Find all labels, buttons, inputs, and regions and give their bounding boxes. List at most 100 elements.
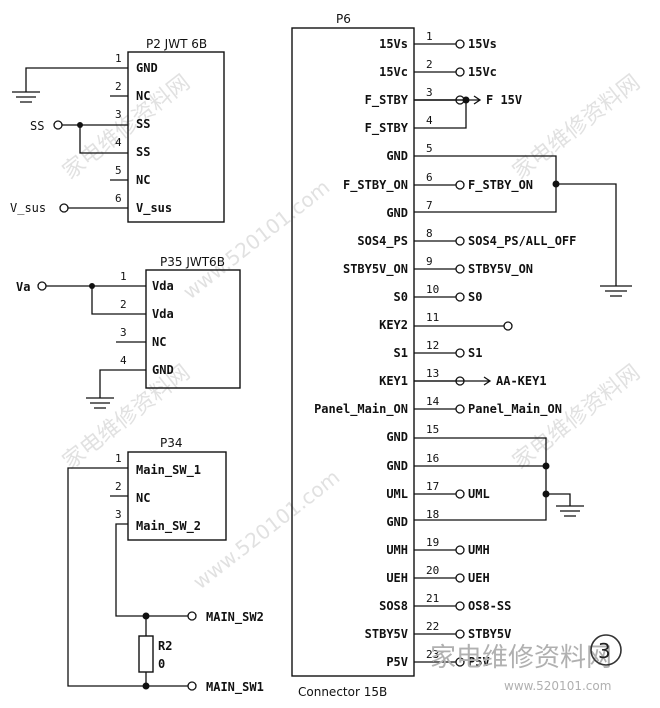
p6-pin23-num: 23 <box>426 648 439 661</box>
p2-pin2-num: 2 <box>115 80 122 93</box>
p6-pin18-label: GND <box>386 515 408 529</box>
p6-pin7-label: GND <box>386 206 408 220</box>
p6-pin16-label: GND <box>386 459 408 473</box>
p6-fstby-junction <box>462 96 470 104</box>
p35-va-terminal <box>37 281 47 291</box>
p6-pin6-num: 6 <box>426 171 433 184</box>
p2-ss-terminal <box>53 120 63 130</box>
p6-pin1-terminal <box>455 39 465 49</box>
p35-pin2-num: 2 <box>120 298 127 311</box>
p6-pin1-label: 15Vs <box>379 37 408 51</box>
p2-pin1-label: GND <box>136 61 158 75</box>
p6-pin13-net: AA-KEY1 <box>496 374 547 388</box>
p6-title: P6 <box>336 12 351 26</box>
p6-pin5-label: GND <box>386 149 408 163</box>
watermark-circle-number: 3 <box>598 639 611 663</box>
p6-body <box>291 27 415 677</box>
p2-ss-junction <box>77 122 83 128</box>
p6-gnd-drop-a <box>556 183 617 286</box>
watermark-logo-site: www.520101.com <box>504 679 611 693</box>
p6-pin22-terminal <box>455 629 465 639</box>
p6-pin8-label: SOS4_PS <box>357 234 408 249</box>
connector-p6: P6 Connector 15B 15Vs115Vs15Vc215VcF_STB… <box>291 12 632 699</box>
watermark-logo: 家电维修资料网 3 www.520101.com <box>430 634 622 693</box>
p6-pin1-net: 15Vs <box>468 37 497 51</box>
p6-pin11-label: KEY2 <box>379 318 408 332</box>
resistor-ref: R2 <box>158 639 172 653</box>
p6-pin3-label: F_STBY <box>365 93 409 108</box>
p2-title: P2 JWT 6B <box>146 37 207 51</box>
p34-sw1-net: MAIN_SW1 <box>206 680 264 695</box>
p2-pin6-num: 6 <box>115 192 122 205</box>
p6-pin2-num: 2 <box>426 58 433 71</box>
p6-pin14-net: Panel_Main_ON <box>468 402 562 417</box>
p34-pin1-label: Main_SW_1 <box>136 463 201 478</box>
p6-gnd-junction-b1 <box>542 462 550 470</box>
p34-sw1-terminal <box>187 681 197 691</box>
p6-pin17-net: UML <box>468 487 490 501</box>
p35-pin3-label: NC <box>152 335 166 349</box>
p2-pin1-num: 1 <box>115 52 122 65</box>
p6-pin10-label: S0 <box>394 290 408 304</box>
p6-pin14-terminal <box>455 404 465 414</box>
p2-vsus-net: V_sus <box>10 201 46 215</box>
p35-gnd-wire <box>99 369 146 398</box>
p6-pin9-terminal <box>455 264 465 274</box>
connector-p34: P34 1 2 3 Main_SW_1 NC Main_SW_2 R2 0 MA… <box>67 436 264 695</box>
p2-pin4-num: 4 <box>115 136 122 149</box>
p6-pin21-label: SOS8 <box>379 599 408 613</box>
p6-pin19-num: 19 <box>426 536 439 549</box>
p6-pin17-num: 17 <box>426 480 439 493</box>
p2-pin5-label: NC <box>136 173 150 187</box>
p6-gnd-drop-b <box>546 493 571 506</box>
p6-pin2-label: 15Vc <box>379 65 408 79</box>
p6-pin6-net: F_STBY_ON <box>468 178 533 193</box>
p6-fstby-bridge <box>414 99 467 129</box>
watermark-logo-brand: 家电维修资料网 <box>430 643 612 673</box>
p2-gnd-wire <box>25 67 128 92</box>
p6-pin21-net: OS8-SS <box>468 599 511 613</box>
p35-ground-icon <box>86 397 114 409</box>
p35-pin2-label: Vda <box>152 307 174 321</box>
watermark-circle-icon <box>590 634 622 666</box>
p35-body <box>145 269 241 389</box>
p2-body <box>127 51 225 223</box>
p6-pin17-terminal <box>455 489 465 499</box>
p34-pin1-num: 1 <box>115 452 122 465</box>
p6-pin4-num: 4 <box>426 114 433 127</box>
p2-pin5-num: 5 <box>115 164 122 177</box>
p2-nc-stubs <box>110 95 128 181</box>
p34-sw2-net: MAIN_SW2 <box>206 610 264 625</box>
p35-pin3-num: 3 <box>120 326 127 339</box>
p2-pin3-num: 3 <box>115 108 122 121</box>
p6-ground-icon-b <box>556 505 584 517</box>
p34-title: P34 <box>160 436 183 450</box>
p34-pin2-num: 2 <box>115 480 122 493</box>
p34-pin2-label: NC <box>136 491 150 505</box>
p6-pin22-net: STBY5V <box>468 627 511 641</box>
p2-pin2-label: NC <box>136 89 150 103</box>
p6-pin20-terminal <box>455 573 465 583</box>
connector-p35: P35 JWT6B 1 2 3 4 Vda Vda NC GND Va <box>16 255 241 409</box>
p6-pin12-terminal <box>455 348 465 358</box>
p2-ground-icon <box>12 91 40 103</box>
p6-pin6-label: F_STBY_ON <box>343 178 408 193</box>
p6-pin22-label: STBY5V <box>365 627 408 641</box>
p6-pin8-terminal <box>455 236 465 246</box>
p6-pin14-num: 14 <box>426 395 440 408</box>
p6-pin16-num: 16 <box>426 452 439 465</box>
p35-va-net: Va <box>16 280 30 294</box>
watermark-brand-3: 家电维修资料网 <box>508 70 645 185</box>
p6-pin8-net: SOS4_PS/ALL_OFF <box>468 234 576 249</box>
p6-pin2-net: 15Vc <box>468 65 497 79</box>
p6-pin13-label: KEY1 <box>379 374 408 388</box>
p6-pin18-num: 18 <box>426 508 439 521</box>
p6-pin10-terminal <box>455 292 465 302</box>
p34-pin3-label: Main_SW_2 <box>136 519 201 534</box>
p35-pin4-num: 4 <box>120 354 127 367</box>
p34-pin3-num: 3 <box>115 508 122 521</box>
p6-pin2-terminal <box>455 67 465 77</box>
p6-pin9-num: 9 <box>426 255 433 268</box>
p6-pin19-label: UMH <box>386 543 408 557</box>
p6-pin1-num: 1 <box>426 30 433 43</box>
